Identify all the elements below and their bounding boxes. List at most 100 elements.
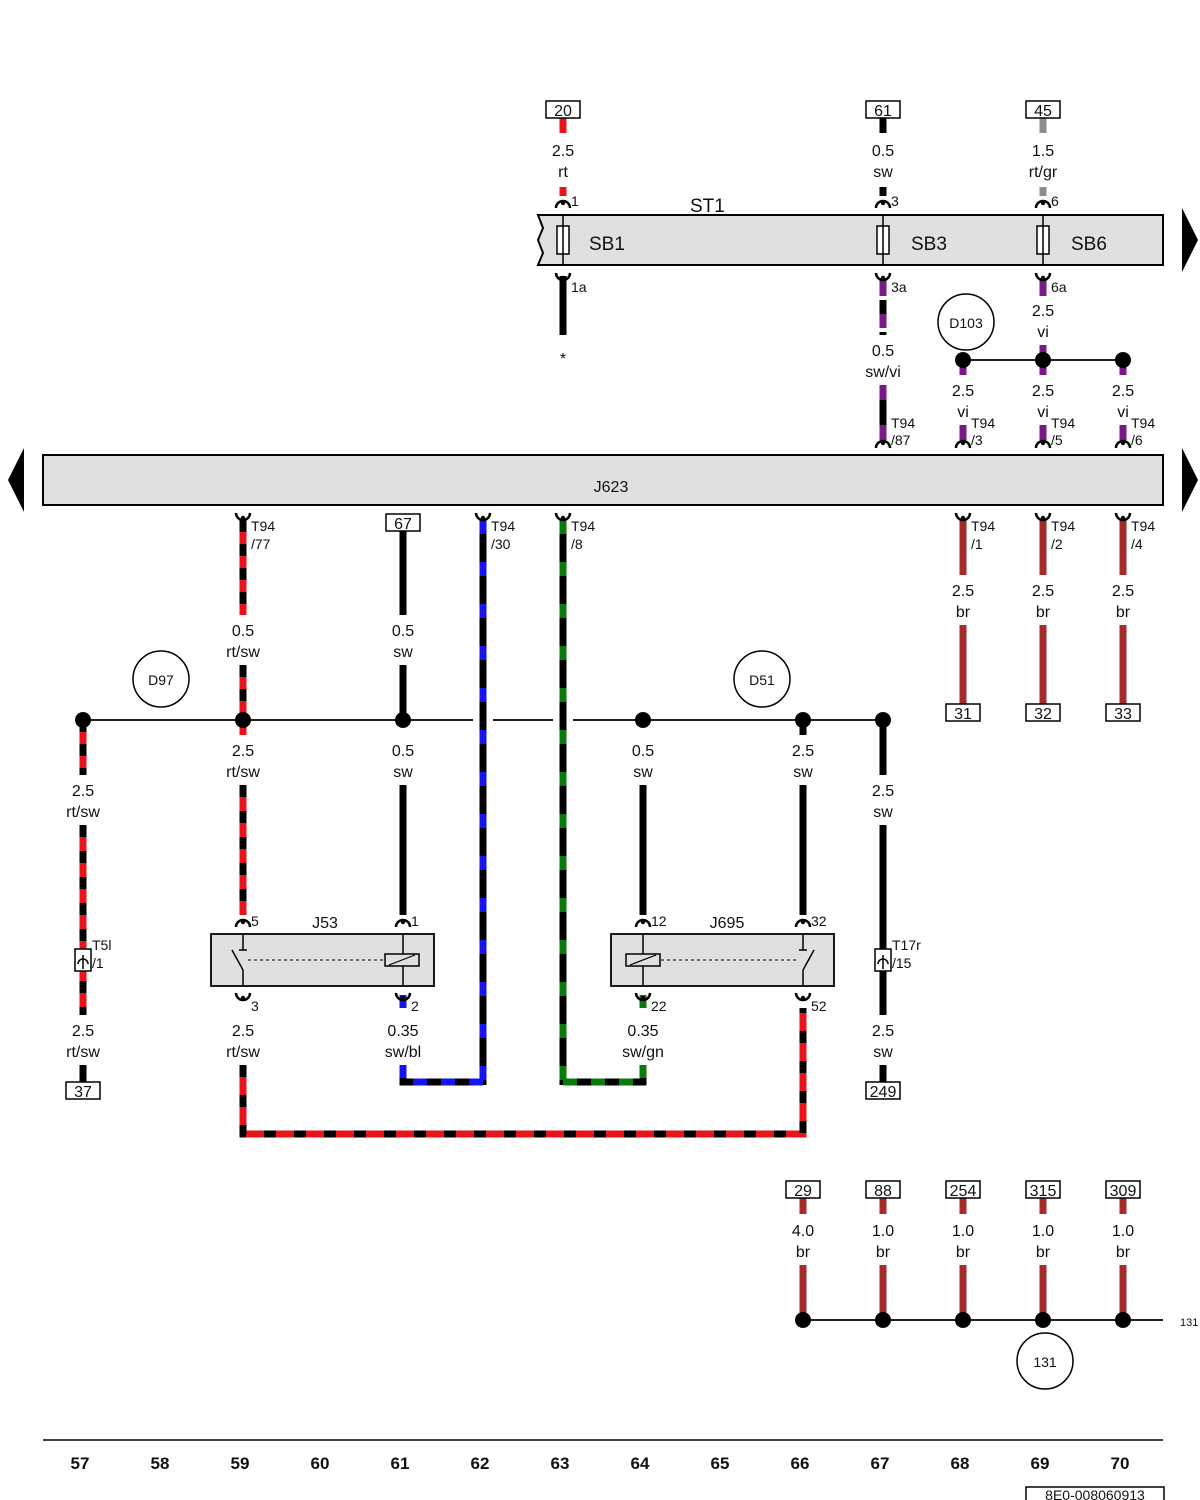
pin-t94: T94 <box>971 415 995 431</box>
wire-color: br <box>1036 1244 1051 1261</box>
wire-color: rt/sw <box>66 1044 100 1061</box>
star-mark: * <box>560 351 566 368</box>
continuation-arrow-right-icon <box>1182 448 1198 512</box>
ref-32: 32 <box>1034 706 1052 723</box>
label-sb1: SB1 <box>589 234 625 255</box>
wire-size: 0.5 <box>392 743 414 760</box>
fuse-carrier-st1 <box>536 208 1198 272</box>
connector-d51 <box>733 650 791 708</box>
wire-color: br <box>1116 1244 1131 1261</box>
wire-labels: 2.5 rt 0.5 sw 1.5 rt/gr 0.5 sw/vi 2.5 vi… <box>66 143 1134 1261</box>
pin-t94: T94 <box>1131 518 1155 534</box>
pin-t94: T94 <box>1131 415 1155 431</box>
control-unit-j623-bar <box>8 448 1198 512</box>
column-number: 66 <box>791 1454 810 1473</box>
wire-size: 2.5 <box>1032 303 1054 320</box>
wire-color: rt/sw <box>226 1044 260 1061</box>
doc-number: 8E0-008060913 <box>1045 1487 1145 1500</box>
column-number: 62 <box>471 1454 490 1473</box>
ref-33: 33 <box>1114 706 1132 723</box>
wire-size: 2.5 <box>792 743 814 760</box>
pin-t94: T94 <box>891 415 915 431</box>
wire-size: 0.5 <box>872 343 894 360</box>
pin-t94: T94 <box>491 518 515 534</box>
wire-color: br <box>796 1244 811 1261</box>
wire-color: br <box>1036 604 1051 621</box>
label-t17r: T17r <box>892 937 921 953</box>
wire-size: 0.35 <box>627 1023 658 1040</box>
wire-size: 1.0 <box>1032 1223 1054 1240</box>
pin-t94-77: /77 <box>251 536 271 552</box>
wire-color: sw <box>873 804 893 821</box>
wire-size: 2.5 <box>552 143 574 160</box>
wire-color: sw <box>873 1044 893 1061</box>
label-sb6: SB6 <box>1071 234 1107 255</box>
wire-size: 2.5 <box>952 583 974 600</box>
wire-color: vi <box>1037 404 1049 421</box>
wire-size: 2.5 <box>232 1023 254 1040</box>
wire-size: 2.5 <box>1112 583 1134 600</box>
wire-color: sw/bl <box>385 1044 421 1061</box>
continuation-arrow-right-icon <box>1182 208 1198 272</box>
striped-wires <box>79 520 807 1138</box>
connector-d103 <box>937 293 995 351</box>
column-number: 59 <box>231 1454 250 1473</box>
column-number: 60 <box>311 1454 330 1473</box>
pin-t94-6: /6 <box>1131 432 1143 448</box>
wire-size: 2.5 <box>232 743 254 760</box>
column-number: 64 <box>631 1454 650 1473</box>
pin-t94: T94 <box>971 518 995 534</box>
wire-color: br <box>956 1244 971 1261</box>
column-number: 69 <box>1031 1454 1050 1473</box>
side-ref: 131 <box>1180 1317 1198 1329</box>
relay-j695 <box>610 933 835 987</box>
pin-1a: 1a <box>571 279 587 295</box>
column-number: 58 <box>151 1454 170 1473</box>
pin-t17r-15: /15 <box>892 955 912 971</box>
wire-color: br <box>876 1244 891 1261</box>
connector-d97 <box>132 650 190 708</box>
pin-t94-30: /30 <box>491 536 511 552</box>
ref-249: 249 <box>870 1084 897 1101</box>
wire-color: rt <box>558 164 568 181</box>
fuse-icon <box>556 215 570 265</box>
wire-color: sw/gn <box>622 1044 664 1061</box>
label-sb3: SB3 <box>911 234 947 255</box>
column-number: 65 <box>711 1454 730 1473</box>
wire-size: 2.5 <box>72 1023 94 1040</box>
column-number: 57 <box>71 1454 90 1473</box>
pin-j53-1: 1 <box>411 913 419 929</box>
wire-color: sw <box>873 164 893 181</box>
label-d97: D97 <box>148 672 174 688</box>
ground-point-131 <box>1016 1332 1074 1390</box>
ref-29: 29 <box>794 1183 812 1200</box>
column-number: 70 <box>1111 1454 1130 1473</box>
inline-connector-t5l <box>74 948 92 972</box>
pin-t94: T94 <box>571 518 595 534</box>
wire-size: 0.5 <box>232 623 254 640</box>
continuation-arrow-left-icon <box>8 448 24 512</box>
inline-connector-t17r <box>874 948 892 972</box>
wire-size: 1.0 <box>872 1223 894 1240</box>
wire-size: 2.5 <box>1032 383 1054 400</box>
wires <box>399 118 1127 1320</box>
wire-color: rt/sw <box>226 764 260 781</box>
ref-31: 31 <box>954 706 972 723</box>
ref-37: 37 <box>74 1084 92 1101</box>
pin-t94-4: /4 <box>1131 536 1143 552</box>
wire-size: 0.35 <box>387 1023 418 1040</box>
wire-size: 2.5 <box>72 783 94 800</box>
pin-j695-22: 22 <box>651 998 667 1014</box>
ref-45: 45 <box>1034 103 1052 120</box>
label-d103: D103 <box>949 315 983 331</box>
pin-6: 6 <box>1051 193 1059 209</box>
pin-3: 3 <box>891 193 899 209</box>
wire-size: 2.5 <box>872 1023 894 1040</box>
pin-t94-2: /2 <box>1051 536 1063 552</box>
column-number: 68 <box>951 1454 970 1473</box>
pin-contacts <box>234 199 1132 1002</box>
ref-309: 309 <box>1110 1183 1137 1200</box>
wire-size: 2.5 <box>1112 383 1134 400</box>
wire-size: 2.5 <box>1032 583 1054 600</box>
ref-254: 254 <box>950 1183 977 1200</box>
